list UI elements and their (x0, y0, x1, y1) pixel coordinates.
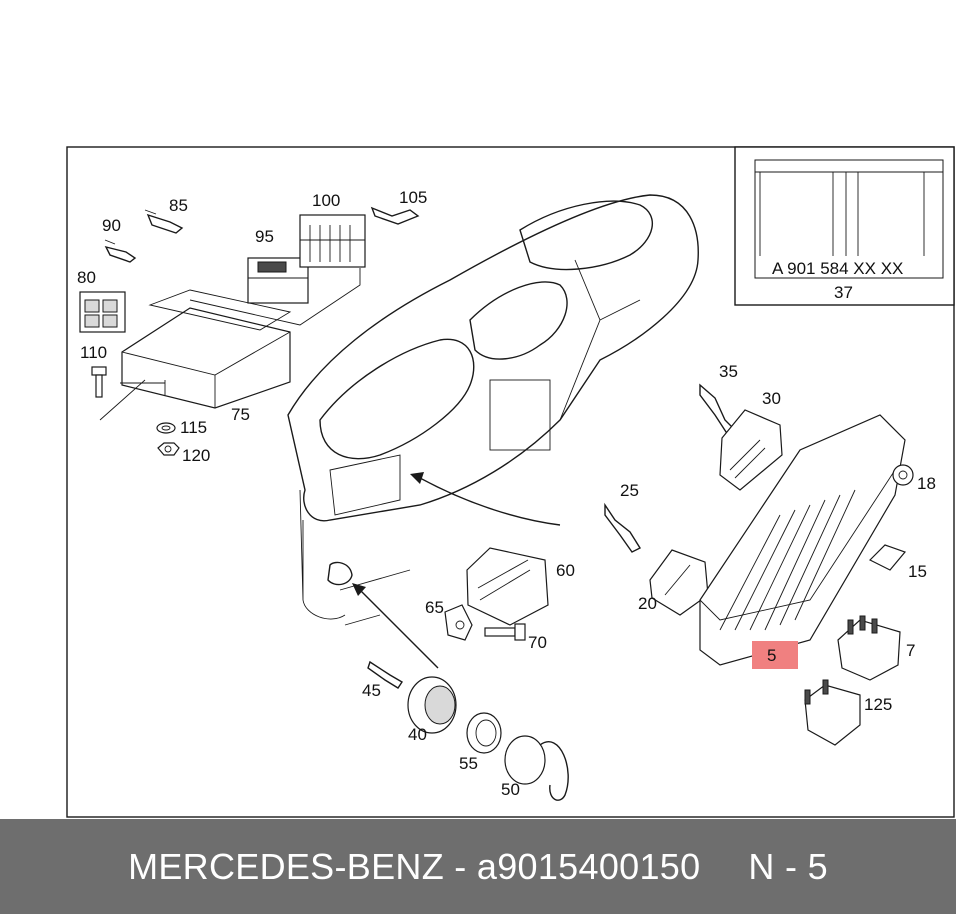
callout-65: 65 (425, 598, 444, 617)
callout-5: 5 (767, 646, 776, 665)
screw-70 (484, 623, 526, 641)
callout-55: 55 (459, 754, 478, 773)
connector-20 (649, 549, 709, 616)
callout-125: 125 (864, 695, 892, 714)
callout-labels: 5 7 15 18 20 25 30 35 37 40 45 50 55 60 … (77, 188, 936, 799)
arrow-to-dashboard (410, 472, 561, 526)
fuse-relay-box-5 (699, 414, 906, 669)
arrow-to-socket (352, 583, 439, 669)
callout-45: 45 (362, 681, 381, 700)
control-unit-75 (99, 289, 292, 421)
terminal-pin-25 (604, 502, 642, 553)
callout-37: 37 (834, 283, 853, 302)
cap-50 (504, 735, 569, 801)
brand-part-number: MERCEDES-BENZ - a9015400150 (128, 845, 701, 887)
callout-110: 110 (80, 343, 107, 362)
callout-90: 90 (102, 216, 121, 235)
callout-120: 120 (182, 446, 210, 465)
relay-7 (837, 615, 901, 681)
callout-35: 35 (719, 362, 738, 381)
parts-diagram: A 901 584 XX XX (66, 146, 955, 818)
nut-120 (157, 442, 180, 456)
part-footer-bar: MERCEDES-BENZ - a9015400150 N - 5 (0, 819, 956, 914)
connector-60 (466, 547, 549, 626)
callout-20: 20 (638, 594, 657, 613)
callout-85: 85 (169, 196, 188, 215)
label-card-code: A 901 584 XX XX (772, 259, 903, 278)
callout-80: 80 (77, 268, 96, 287)
fuse-15 (868, 544, 907, 571)
bolt-110 (91, 366, 107, 398)
callout-30: 30 (762, 389, 781, 408)
callout-5-highlight (752, 641, 798, 669)
terminal-pins-85-90 (104, 209, 184, 263)
callout-100: 100 (312, 191, 340, 210)
callout-50: 50 (501, 780, 520, 799)
callout-115: 115 (180, 418, 207, 437)
callout-95: 95 (255, 227, 274, 246)
washer-115 (156, 422, 176, 434)
callout-105: 105 (399, 188, 427, 207)
callout-7: 7 (906, 641, 915, 660)
connector-80 (79, 291, 126, 333)
terminal-pin-45 (367, 660, 403, 689)
callout-60: 60 (556, 561, 575, 580)
diagram-position: N - 5 (748, 845, 828, 887)
diagram-frame (66, 146, 955, 818)
callout-40: 40 (408, 725, 427, 744)
relay-125 (804, 679, 861, 746)
callout-70: 70 (528, 633, 547, 652)
connector-30 (719, 409, 783, 491)
bracket-65 (444, 604, 473, 641)
callout-15: 15 (908, 562, 927, 581)
socket-40 (407, 676, 457, 734)
connector-95 (189, 257, 361, 326)
ring-55 (466, 712, 502, 754)
terminal-pin-35 (699, 383, 737, 436)
terminal-pin-105 (370, 206, 420, 225)
callout-75: 75 (231, 405, 250, 424)
grommet-18 (892, 464, 914, 486)
connector-100 (299, 214, 366, 268)
callout-18: 18 (917, 474, 936, 493)
callout-25: 25 (620, 481, 639, 500)
fuse-label-card: A 901 584 XX XX (734, 146, 955, 306)
dashboard-illustration (287, 194, 699, 626)
